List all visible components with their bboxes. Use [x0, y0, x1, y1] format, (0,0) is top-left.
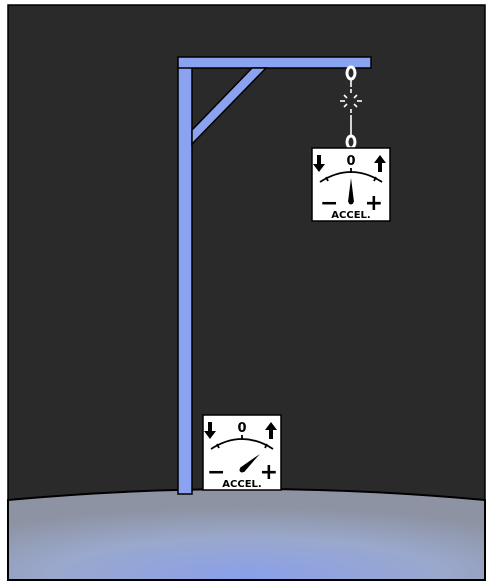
- gallows-post: [177, 57, 193, 495]
- ground-surface: [7, 488, 486, 581]
- down-arrow-icon: [313, 155, 325, 172]
- ground-needle: [239, 453, 260, 473]
- down-arrow-icon: [204, 422, 216, 439]
- hanging-accelerometer: 0 − + ACCEL.: [311, 147, 391, 222]
- gallows-beam: [177, 56, 372, 69]
- ground-plus-label: +: [260, 460, 278, 485]
- gallows: [177, 56, 372, 495]
- hanging-needle: [348, 178, 354, 202]
- chain-link-top: [345, 65, 357, 81]
- hanging-zero-label: 0: [346, 154, 355, 169]
- ground-caption: ACCEL.: [222, 479, 261, 490]
- gallows-brace: [191, 67, 268, 146]
- hanging-caption: ACCEL.: [331, 210, 370, 221]
- hanging-minus-label: −: [320, 191, 338, 216]
- ground-minus-label: −: [207, 460, 225, 485]
- up-arrow-icon: [374, 155, 386, 172]
- ground-accelerometer: 0 − + ACCEL.: [202, 414, 282, 491]
- hanging-plus-label: +: [365, 191, 383, 216]
- ground-zero-label: 0: [237, 421, 246, 436]
- up-arrow-icon: [265, 422, 277, 439]
